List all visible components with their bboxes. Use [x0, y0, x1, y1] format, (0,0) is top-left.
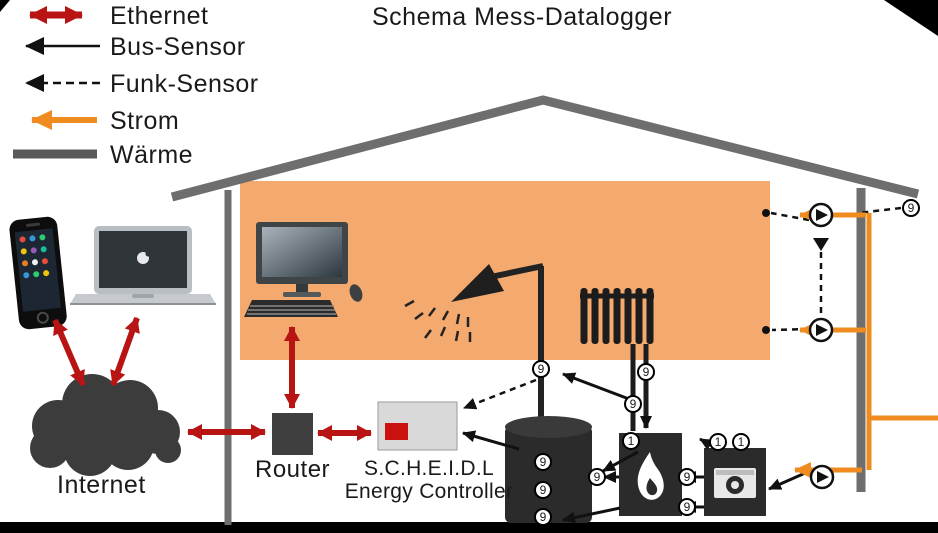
legend-label-strom: Strom — [110, 107, 180, 135]
sensor-badge-boiler-chp-lower: 9 — [678, 498, 696, 516]
router-label: Router — [255, 456, 331, 483]
mouse — [349, 284, 363, 302]
valve-icon — [813, 238, 829, 251]
pump-icon-bottom — [809, 464, 835, 490]
router-box — [272, 413, 313, 455]
sensor-badge-funk-outdoor: 9 — [902, 199, 920, 217]
shower-head — [451, 264, 504, 302]
circulation-pumps — [808, 202, 835, 490]
radiator — [580, 288, 654, 431]
sensor-badge-boiler: 1 — [622, 432, 640, 450]
energy-controller-box — [377, 401, 458, 451]
chp-unit — [704, 448, 766, 516]
funk-sensor-lines — [463, 206, 902, 410]
strom-lines — [794, 207, 938, 478]
legend-label-waerme: Wärme — [110, 141, 194, 169]
house-outline — [170, 95, 920, 525]
shower-spray — [404, 299, 472, 342]
controller-label-line2: Energy Controller — [344, 480, 514, 503]
hot-water-tank — [505, 416, 592, 523]
sensor-badge-chp-1: 1 — [709, 433, 727, 451]
pump-icon-middle — [808, 317, 834, 343]
flame-icon — [637, 452, 664, 500]
sensor-badge-tank-boiler: 9 — [588, 468, 606, 486]
shower — [404, 263, 544, 426]
page-title: Schema Mess-Datalogger — [372, 3, 673, 31]
sensor-badge-shower-pipe: 9 — [532, 360, 550, 378]
energy-controller-label: S.C.H.E.I.D.L Energy Controller — [338, 457, 520, 503]
legend-label-funk-sensor: Funk-Sensor — [110, 70, 259, 98]
wall-sensor-dot-bottom — [762, 326, 770, 334]
legend-label-ethernet: Ethernet — [110, 2, 209, 30]
sensor-badge-radiator-flow: 9 — [637, 363, 655, 381]
wall-sensor-dot-top — [762, 209, 770, 217]
desktop-computer — [244, 222, 363, 317]
sensor-badge-tank-middle: 9 — [534, 481, 552, 499]
sensor-badge-tank-bottom: 9 — [534, 508, 552, 526]
laptop — [70, 226, 216, 305]
ethernet-arrows — [52, 316, 372, 441]
sensor-badge-chp-2: 1 — [732, 433, 750, 451]
internet-cloud-icon — [30, 374, 181, 476]
legend-label-bus-sensor: Bus-Sensor — [110, 33, 246, 61]
keyboard — [244, 300, 338, 317]
internet-label: Internet — [57, 471, 146, 499]
smartphone — [9, 216, 67, 330]
controller-led — [385, 423, 408, 440]
pump-icon-top — [808, 202, 834, 228]
legend-symbols — [13, 6, 100, 159]
sensor-badge-radiator-return: 9 — [624, 395, 642, 413]
sensor-badge-tank-top: 9 — [534, 453, 552, 471]
sensor-badge-boiler-chp-upper: 9 — [678, 468, 696, 486]
controller-label-line1: S.C.H.E.I.D.L — [364, 457, 494, 480]
